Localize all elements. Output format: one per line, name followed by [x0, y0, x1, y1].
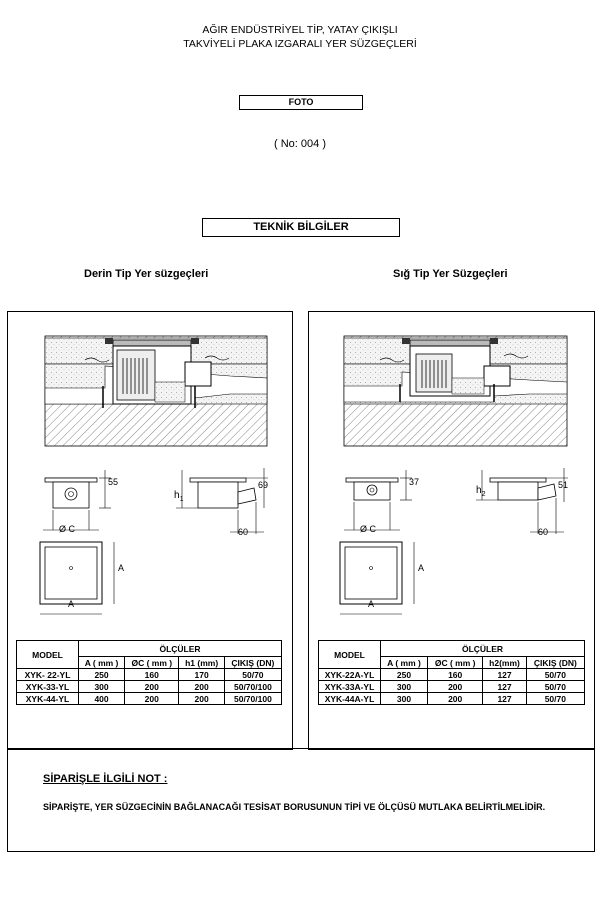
deep-h-label: h1 [174, 490, 184, 503]
shallow-type-panel [308, 311, 595, 750]
deep-front-view [43, 470, 111, 531]
shallow-section-drawing [343, 335, 568, 447]
shallow-col-c: ØC ( mm ) [426, 656, 484, 669]
order-note-panel: SİPARİŞLE İLGİLİ NOT : SİPARİŞTE, YER SÜ… [7, 748, 595, 852]
deep-col-a: A ( mm ) [77, 656, 126, 669]
shallow-h-label: h2 [476, 485, 486, 498]
deep-dim-top: 55 [108, 477, 119, 487]
deep-col-h: h1 (mm) [178, 656, 225, 669]
shallow-group-header: ÖLÇÜLER [380, 640, 585, 657]
shallow-spec-table: MODEL ÖLÇÜLER A ( mm ) ØC ( mm ) h2(mm) … [318, 640, 586, 705]
deep-type-title: Derin Tip Yer süzgeçleri [84, 268, 209, 280]
shallow-front-view [344, 470, 412, 531]
shallow-model-header: MODEL [318, 640, 381, 669]
deep-model-header: MODEL [16, 640, 79, 669]
doc-title-line-1: AĞIR ENDÜSTRİYEL TİP, YATAY ÇIKIŞLI [202, 24, 398, 36]
shallow-plan-view [339, 541, 415, 615]
deep-col-c: ØC ( mm ) [124, 656, 180, 669]
shallow-col-h: h2(mm) [482, 656, 527, 669]
deep-dia-label: Ø C [59, 524, 76, 534]
deep-type-panel [7, 311, 293, 750]
order-note-text: SİPARİŞTE, YER SÜZGECİNİN BAĞLANACAĞI TE… [43, 802, 546, 812]
deep-plan-view [39, 541, 115, 615]
deep-a-label-bottom: A [68, 599, 75, 609]
deep-a-label-side: A [118, 563, 125, 573]
shallow-dia-label: Ø C [360, 524, 377, 534]
deep-spec-table: MODEL ÖLÇÜLER A ( mm ) ØC ( mm ) h1 (mm)… [16, 640, 283, 705]
photo-label-box: FOTO [239, 95, 363, 110]
shallow-col-outlet: ÇIKIŞ (DN) [525, 656, 586, 669]
shallow-dim-top: 37 [409, 477, 420, 487]
product-number: ( No: 004 ) [274, 138, 326, 150]
shallow-a-label-bottom: A [368, 599, 375, 609]
deep-dim-side-top: 69 [258, 480, 269, 490]
shallow-side-view [476, 468, 568, 534]
deep-group-header: ÖLÇÜLER [78, 640, 282, 657]
deep-outlet-dim: 60 [238, 527, 249, 537]
doc-title-line-2: TAKVİYELİ PLAKA IZGARALI YER SÜZGEÇLERİ [183, 38, 417, 50]
shallow-col-a: A ( mm ) [380, 656, 428, 669]
order-note-title: SİPARİŞLE İLGİLİ NOT : [43, 773, 168, 785]
deep-side-view [176, 468, 268, 534]
shallow-a-label-side: A [418, 563, 425, 573]
deep-section-drawing [44, 335, 268, 447]
shallow-outlet-dim: 60 [538, 527, 549, 537]
shallow-type-title: Sığ Tip Yer Süzgeçleri [393, 268, 508, 280]
technical-info-title: TEKNİK BİLGİLER [202, 218, 400, 237]
deep-col-outlet: ÇIKIŞ (DN) [223, 656, 283, 669]
shallow-dim-side-top: 51 [558, 480, 569, 490]
